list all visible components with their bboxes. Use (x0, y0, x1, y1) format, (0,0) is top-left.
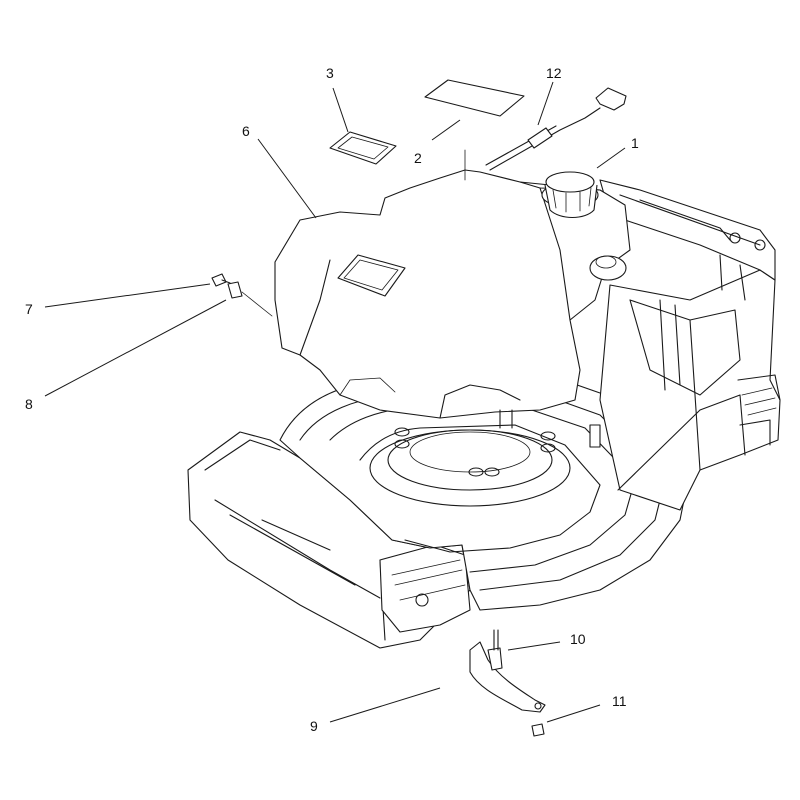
grass-deflector-part-9 (469, 641, 546, 713)
leader-2 (431, 119, 461, 141)
decal-part-3 (329, 131, 397, 165)
mower-deck (187, 179, 781, 649)
callout-7: 7 (25, 301, 33, 317)
screw-part-11 (531, 723, 545, 737)
leader-10 (507, 641, 561, 651)
bolt-part-10 (487, 629, 503, 671)
callout-11: 11 (612, 693, 627, 709)
leader-11 (546, 704, 601, 723)
decal-part-2 (424, 79, 525, 117)
leader-lines (44, 81, 626, 723)
callout-12: 12 (546, 65, 562, 81)
callout-2: 2 (414, 150, 422, 166)
leader-3 (332, 87, 349, 133)
engine (274, 149, 631, 429)
callout-1: 1 (631, 135, 639, 151)
callout-8: 8 (25, 396, 33, 412)
clip-part-8 (227, 281, 273, 317)
leader-12 (537, 81, 554, 126)
callout-9: 9 (310, 718, 318, 734)
leader-8 (44, 299, 227, 397)
leader-6 (257, 138, 317, 219)
leader-9 (329, 687, 441, 723)
callout-3: 3 (326, 65, 334, 81)
bolt-part-7 (211, 273, 231, 287)
callout-10: 10 (570, 631, 586, 647)
leader-1 (596, 147, 626, 169)
leader-7 (44, 283, 211, 308)
throttle-cable-part-12 (485, 87, 627, 171)
callout-6: 6 (242, 123, 250, 139)
